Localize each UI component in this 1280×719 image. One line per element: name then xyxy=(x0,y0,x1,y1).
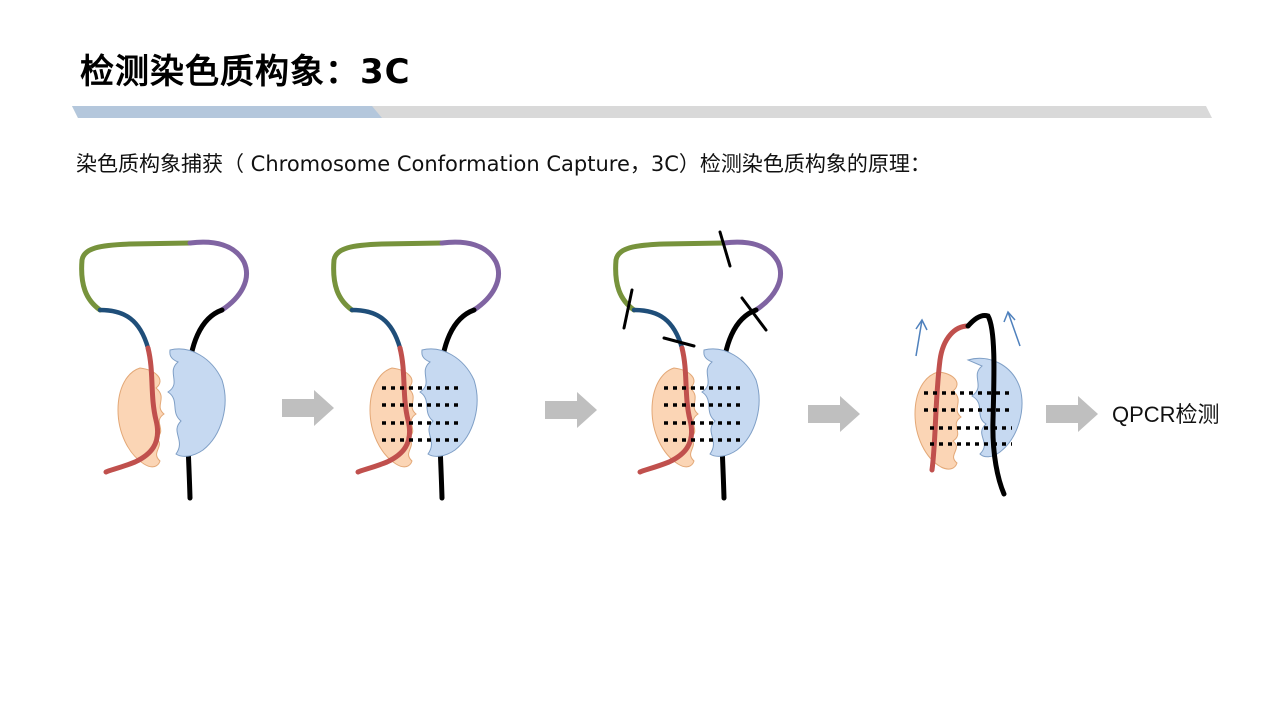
process-arrow-4 xyxy=(1046,396,1098,432)
process-arrow-2 xyxy=(545,392,597,428)
primer-arrow-right xyxy=(1003,310,1021,347)
primer-arrow-left xyxy=(915,318,928,357)
intro-text: 染色质构象捕获（ Chromosome Conformation Capture… xyxy=(76,152,931,176)
process-arrow-3 xyxy=(808,396,860,432)
stage-crosslinked xyxy=(334,242,499,498)
slide-title: 检测染色质构象：3C xyxy=(80,52,411,92)
stage-ligated-product xyxy=(914,310,1023,497)
title-underline-bar xyxy=(72,106,1212,118)
qpcr-detection-label: QPCR检测 xyxy=(1112,402,1220,427)
process-arrow-1 xyxy=(282,390,334,426)
stage-initial-conformation xyxy=(82,242,247,498)
cut-site-marks xyxy=(622,230,768,348)
stage-restriction-digested xyxy=(616,230,781,498)
